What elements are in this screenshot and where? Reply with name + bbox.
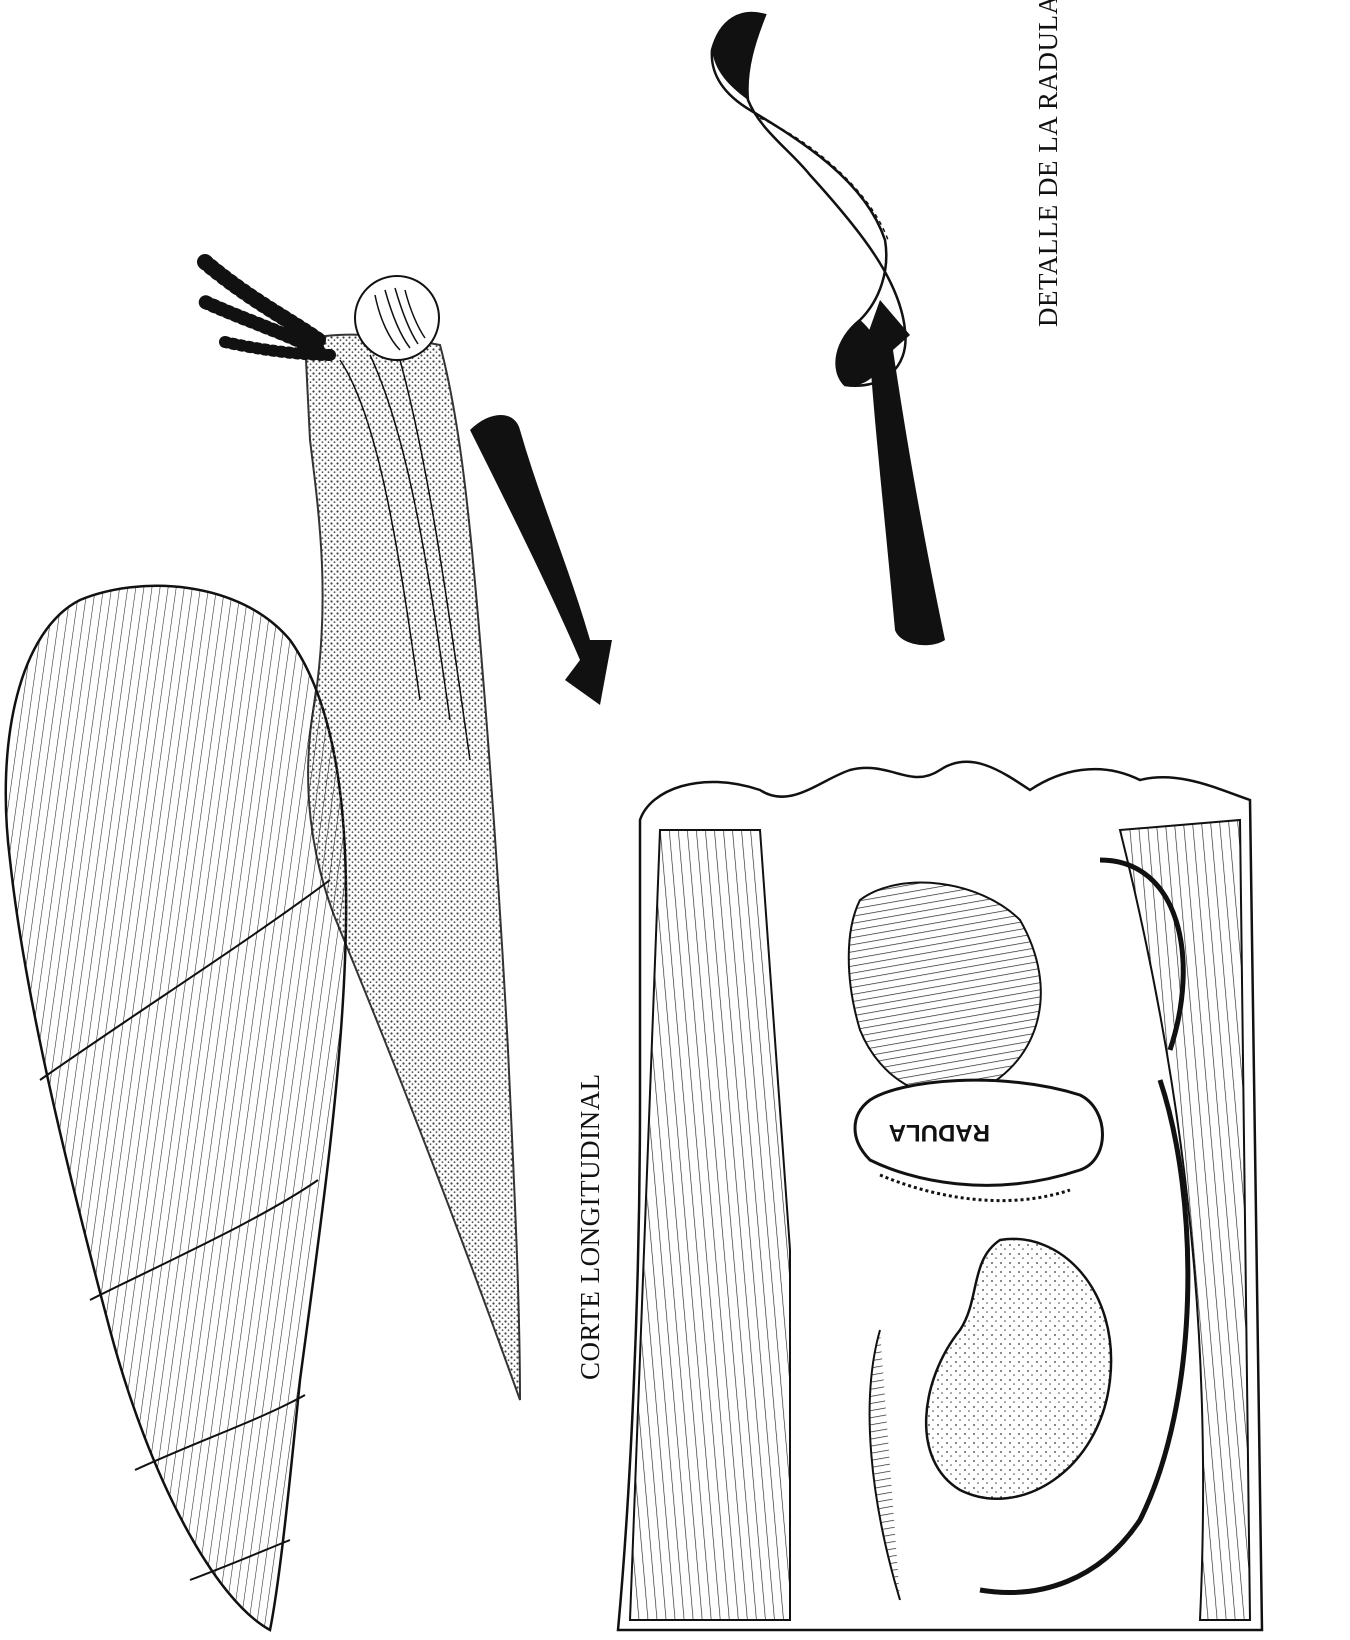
corte-longitudinal-label: CORTE LONGITUDINAL [575,1073,606,1380]
mouth-detail-circle [355,276,439,360]
longitudinal-section: RADULA [618,762,1262,1630]
radula-inner-label: RADULA [889,1119,990,1146]
snail-body [305,335,520,1400]
snail-shell [6,586,346,1630]
radula-detail-label: DETALLE DE LA RADULA [1033,0,1064,327]
arrow-down-icon [470,415,612,705]
snail-tentacles [205,262,330,355]
